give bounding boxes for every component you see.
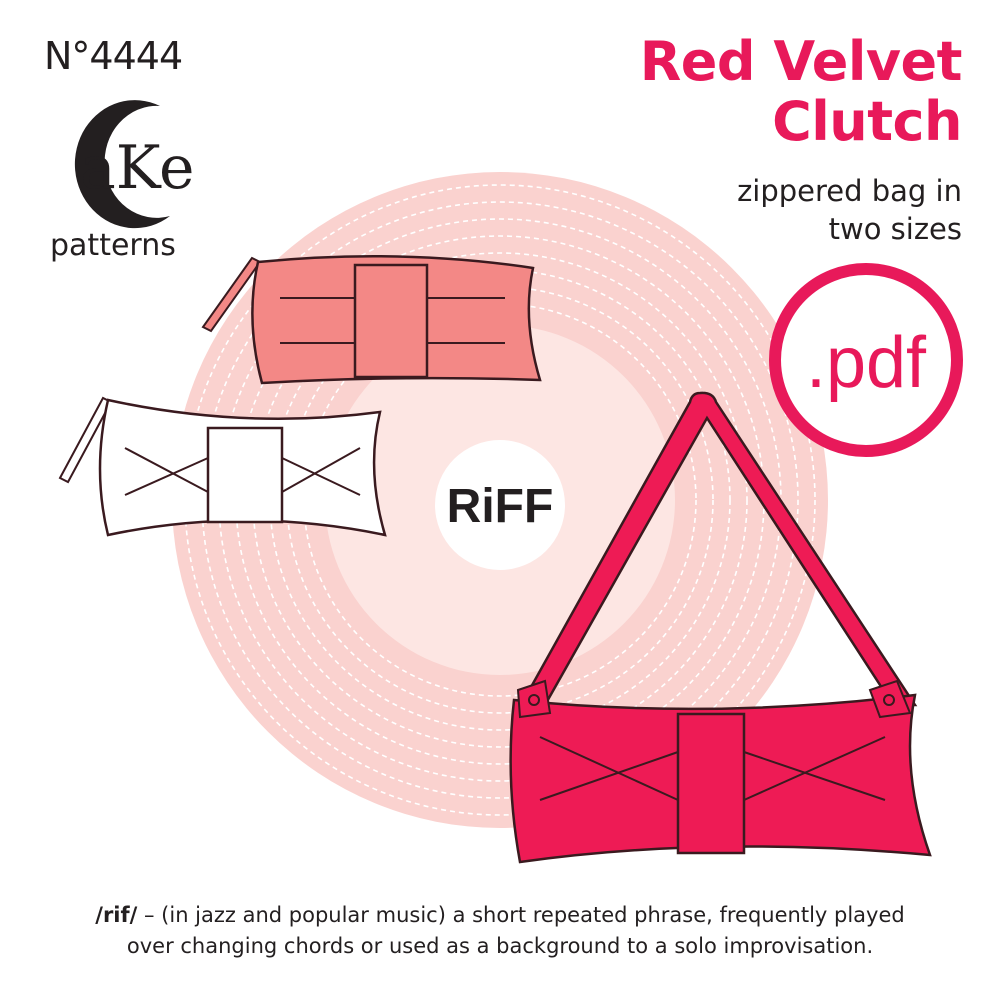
zipper-pull-icon (201, 256, 262, 333)
logo-subtitle: patterns (50, 228, 176, 263)
definition-line-1: /rif/ – (in jazz and popular music) a sh… (0, 900, 1000, 931)
salmon-clutch-illustration (201, 254, 542, 385)
logo-text: aKe (80, 133, 195, 203)
definition-term: /rif/ (95, 903, 138, 927)
definition-text-1: – (in jazz and popular music) a short re… (137, 903, 905, 927)
red-clutch-illustration (509, 391, 932, 864)
subtitle-line-1: zippered bag in (737, 174, 962, 208)
title-line-1: Red Velvet (639, 30, 963, 93)
title-line-2: Clutch (772, 90, 962, 153)
product-subtitle: zippered bag in two sizes (737, 172, 962, 248)
page-title: Red Velvet Clutch (639, 30, 963, 153)
white-clutch-illustration (58, 396, 387, 537)
riff-label: RiFF (447, 480, 554, 533)
subtitle-line-2: two sizes (828, 212, 962, 246)
pdf-badge: .pdf (769, 263, 963, 457)
pdf-badge-label: .pdf (806, 323, 927, 403)
definition-line-2: over changing chords or used as a backgr… (126, 934, 874, 958)
pattern-number: N°4444 (44, 34, 183, 78)
riff-definition: /rif/ – (in jazz and popular music) a sh… (0, 900, 1000, 962)
cake-logo-c-icon (74, 100, 170, 229)
handle-ring-icon (516, 679, 912, 719)
